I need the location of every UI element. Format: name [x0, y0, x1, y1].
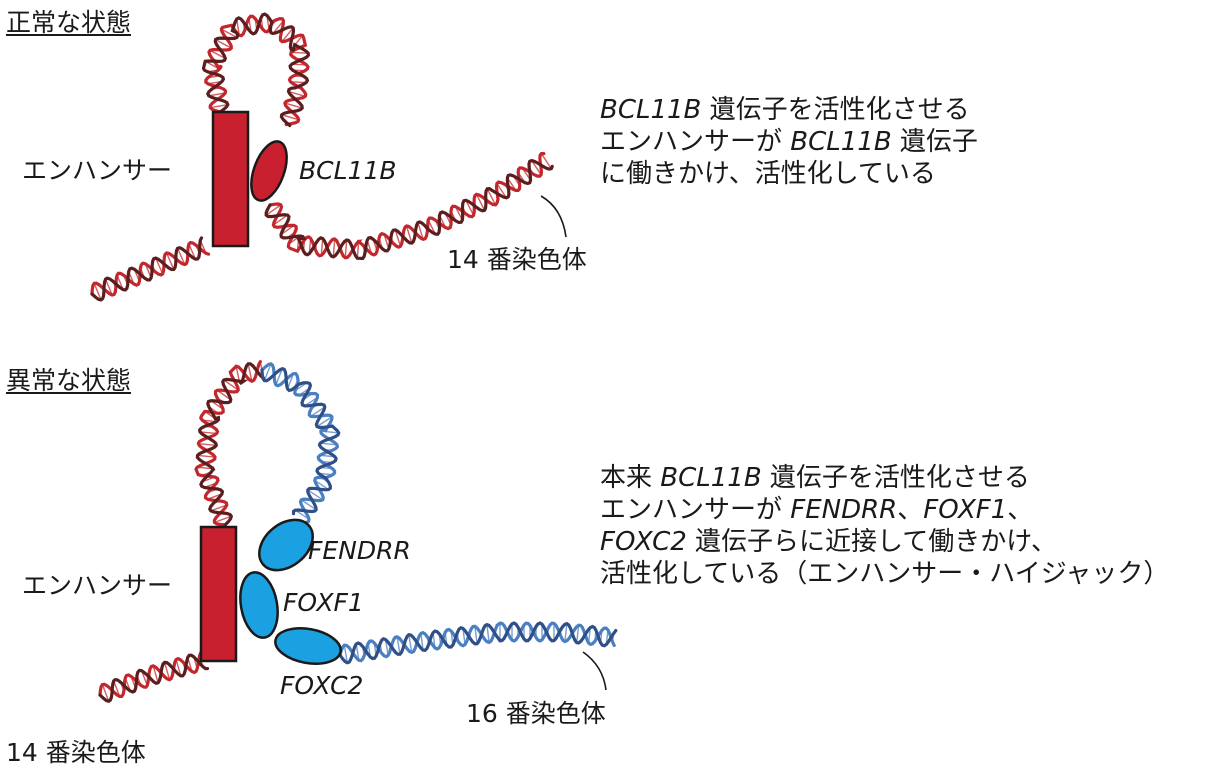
- normal-description-line: エンハンサーが BCL11B 遺伝子: [600, 126, 978, 158]
- normal-description-text: 遺伝子を活性化させる: [701, 95, 970, 125]
- abnormal-description-text: BCL11B: [660, 463, 762, 493]
- fendrr-label: FENDRR: [308, 536, 411, 565]
- abnormal-description-text: FOXF1: [923, 495, 1008, 525]
- normal-description-text: エンハンサーが: [600, 127, 791, 157]
- chromosome14-label-abnormal: 14 番染色体: [6, 738, 146, 767]
- enhancer-block-normal: [211, 110, 250, 248]
- bcl11b-label: BCL11B: [299, 156, 397, 185]
- enhancer-label-abnormal: エンハンサー: [22, 571, 173, 600]
- enhancer-block-abnormal: [199, 525, 238, 663]
- foxf1-label: FOXF1: [283, 588, 364, 617]
- normal-description-line: BCL11B 遺伝子を活性化させる: [600, 94, 978, 126]
- fendrr-gene: [258, 518, 314, 572]
- abnormal-description-text: 、: [1007, 495, 1034, 525]
- dna-chr14-arm-normal: [264, 152, 554, 261]
- dna-chr14-loop-normal: [201, 12, 311, 128]
- dna-chr14-tail-normal: [90, 236, 211, 302]
- dna-strands: [90, 12, 618, 703]
- normal-heading: 正常な状態: [6, 8, 132, 37]
- abnormal-description-text: FOXC2: [600, 527, 687, 557]
- chromosome16-pointer: [582, 651, 607, 691]
- dna-chr16-arm: [338, 621, 618, 665]
- foxc2-gene: [274, 627, 342, 665]
- abnormal-description-line: FOXC2 遺伝子らに近接して働きかけ、: [600, 526, 1169, 558]
- abnormal-heading: 異常な状態: [6, 366, 132, 395]
- normal-description-text: BCL11B: [790, 127, 892, 157]
- normal-description: BCL11B 遺伝子を活性化させるエンハンサーが BCL11B 遺伝子に働きかけ…: [600, 94, 978, 190]
- normal-description-text: BCL11B: [600, 95, 702, 125]
- abnormal-description: 本来 BCL11B 遺伝子を活性化させるエンハンサーが FENDRR、FOXF1…: [600, 462, 1169, 590]
- abnormal-description-text: 、: [897, 495, 924, 525]
- foxf1-gene: [239, 571, 279, 639]
- abnormal-description-line: 活性化している（エンハンサー・ハイジャック）: [600, 558, 1169, 590]
- abnormal-description-text: FENDRR: [790, 495, 898, 525]
- chromosome14-label-normal: 14 番染色体: [447, 245, 587, 274]
- abnormal-description-text: 遺伝子を活性化させる: [761, 463, 1030, 493]
- abnormal-description-text: エンハンサーが: [600, 495, 791, 525]
- chromosome14-pointer-normal: [540, 195, 567, 238]
- bcl11b-gene: [250, 140, 288, 202]
- dna-chr16-loop: [260, 362, 341, 524]
- abnormal-description-line: 本来 BCL11B 遺伝子を活性化させる: [600, 462, 1169, 494]
- abnormal-description-line: エンハンサーが FENDRR、FOXF1、: [600, 494, 1169, 526]
- abnormal-description-text: 活性化している（エンハンサー・ハイジャック）: [600, 559, 1170, 589]
- abnormal-description-text: 本来: [600, 463, 661, 493]
- abnormal-description-text: 遺伝子らに近接して働きかけ、: [686, 527, 1057, 557]
- normal-description-line: に働きかけ、活性化している: [600, 158, 978, 190]
- normal-description-text: に働きかけ、活性化している: [600, 159, 936, 189]
- normal-description-text: 遺伝子: [891, 127, 978, 157]
- dna-chr14-tail-abnormal: [98, 649, 210, 703]
- enhancer-label-normal: エンハンサー: [22, 156, 173, 185]
- chromosome16-label: 16 番染色体: [466, 699, 606, 728]
- foxc2-label: FOXC2: [280, 671, 364, 700]
- dna-chr14-loop-abnormal: [194, 360, 266, 527]
